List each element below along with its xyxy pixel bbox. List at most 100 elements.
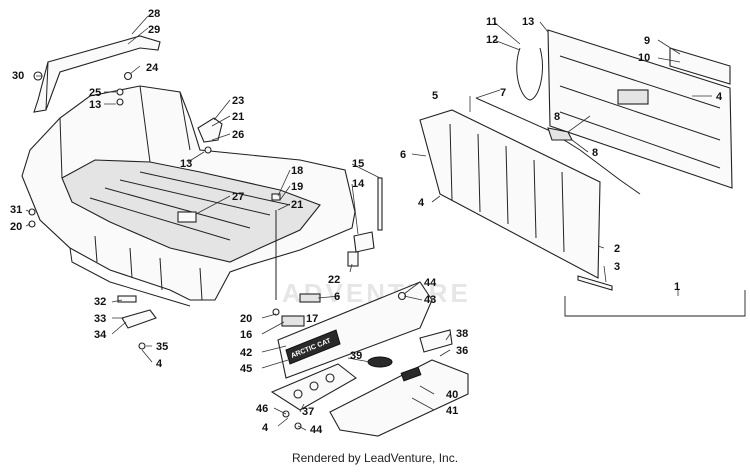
latch-rod-8 xyxy=(579,149,641,195)
tailgate-panel-42: ARCTIC CAT xyxy=(277,281,433,379)
step-hole-3 xyxy=(325,373,335,383)
cargo-box-skirt xyxy=(69,235,203,307)
callout-20-a: 20 xyxy=(10,221,22,233)
credit-line: Rendered by LeadVenture, Inc. xyxy=(291,451,459,465)
inner-panel-ribs xyxy=(559,55,721,169)
callout-7: 7 xyxy=(500,87,506,99)
callout-9: 9 xyxy=(644,35,650,47)
callout-38: 38 xyxy=(456,328,468,340)
callout-4-a: 4 xyxy=(156,358,163,370)
tailgate-outer-skin xyxy=(419,109,601,279)
callout-29: 29 xyxy=(148,24,160,36)
callout-25: 25 xyxy=(89,87,101,99)
callout-45: 45 xyxy=(240,363,252,375)
callout-12: 12 xyxy=(486,34,498,46)
callout-2: 2 xyxy=(614,243,620,255)
nut-20-mid xyxy=(272,308,280,316)
assembly-bracket-1 xyxy=(564,290,746,317)
callout-1: 1 xyxy=(674,281,680,293)
callout-21-b: 21 xyxy=(291,199,303,211)
callout-46: 46 xyxy=(256,403,268,415)
callout-6-b: 6 xyxy=(400,149,406,161)
hinge-bracket-34 xyxy=(121,309,157,329)
callout-26: 26 xyxy=(232,129,244,141)
callout-36: 36 xyxy=(456,345,468,357)
callout-42: 42 xyxy=(240,347,252,359)
callout-21-a: 21 xyxy=(232,111,244,123)
cable-11-12 xyxy=(516,47,543,101)
callout-22: 22 xyxy=(328,274,340,286)
step-hole-2 xyxy=(309,381,319,391)
tailgate-outer-panel xyxy=(277,281,433,379)
arctic-cat-decal xyxy=(285,329,341,365)
callout-11: 11 xyxy=(486,16,498,28)
callout-20-b: 20 xyxy=(240,313,252,325)
spring-32 xyxy=(117,295,137,303)
callout-8-b: 8 xyxy=(592,147,598,159)
callout-28: 28 xyxy=(148,8,160,20)
callout-34: 34 xyxy=(94,329,107,341)
cargo-floor-ribs xyxy=(89,171,291,241)
cargo-floor-block xyxy=(177,211,197,223)
cargo-box xyxy=(21,85,356,307)
bolt-31 xyxy=(28,208,36,216)
nut-20-left xyxy=(28,220,36,228)
callout-23: 23 xyxy=(232,95,244,107)
step-hole-1 xyxy=(293,389,303,399)
callout-19: 19 xyxy=(291,181,303,193)
callout-27: 27 xyxy=(232,191,244,203)
callout-31: 31 xyxy=(10,204,22,216)
callout-13-c: 13 xyxy=(522,16,534,28)
latch-bracket-23 xyxy=(197,117,223,143)
washer-24 xyxy=(123,71,133,81)
rod-15 xyxy=(377,177,383,231)
callout-4-c: 4 xyxy=(716,91,723,103)
callout-10: 10 xyxy=(638,52,650,64)
callout-35: 35 xyxy=(156,341,168,353)
callout-13-b: 13 xyxy=(180,158,192,170)
grab-handle-edge xyxy=(45,61,49,111)
outer-skin-ribs xyxy=(449,123,565,253)
pad-16 xyxy=(281,315,305,327)
rear-bumper xyxy=(329,359,469,437)
callout-13-a: 13 xyxy=(89,99,101,111)
callout-24: 24 xyxy=(146,62,159,74)
callout-33: 33 xyxy=(94,313,106,325)
callout-30: 30 xyxy=(12,70,24,82)
callout-4-b: 4 xyxy=(262,422,269,434)
callout-6-a: 6 xyxy=(334,291,340,303)
callout-40: 40 xyxy=(446,389,458,401)
bolt-35 xyxy=(138,342,146,350)
callout-8-a: 8 xyxy=(554,111,560,123)
tailgate-assembly xyxy=(419,29,733,291)
part-18-19 xyxy=(271,193,281,201)
callout-17: 17 xyxy=(306,313,318,325)
callout-3: 3 xyxy=(614,261,620,273)
callout-43: 43 xyxy=(424,294,436,306)
nut-13 xyxy=(116,98,124,106)
bracket-38 xyxy=(419,329,453,353)
leader-lines xyxy=(25,15,712,431)
callout-labels: 28 29 30 24 25 13 23 21 26 13 27 31 20 1… xyxy=(10,8,723,436)
callout-4-d: 4 xyxy=(418,197,425,209)
callout-32: 32 xyxy=(94,296,106,308)
callout-41: 41 xyxy=(446,405,458,417)
washer-25 xyxy=(116,88,124,96)
latch-14 xyxy=(353,231,375,253)
bolt-13-right xyxy=(204,146,212,154)
pad-6 xyxy=(299,293,321,303)
latch-rod-7 xyxy=(475,97,581,151)
tailgate-inner-panel xyxy=(547,29,733,189)
bumper-label-40 xyxy=(400,366,422,382)
callout-37: 37 xyxy=(302,406,314,418)
bumper-22 xyxy=(347,251,359,267)
callout-15: 15 xyxy=(352,158,364,170)
handle-39 xyxy=(367,356,393,368)
callout-16: 16 xyxy=(240,329,252,341)
callout-44-a: 44 xyxy=(424,277,437,289)
cargo-box-front-wall xyxy=(59,85,191,179)
callout-44-b: 44 xyxy=(310,424,323,436)
inner-panel-slot xyxy=(617,89,649,105)
